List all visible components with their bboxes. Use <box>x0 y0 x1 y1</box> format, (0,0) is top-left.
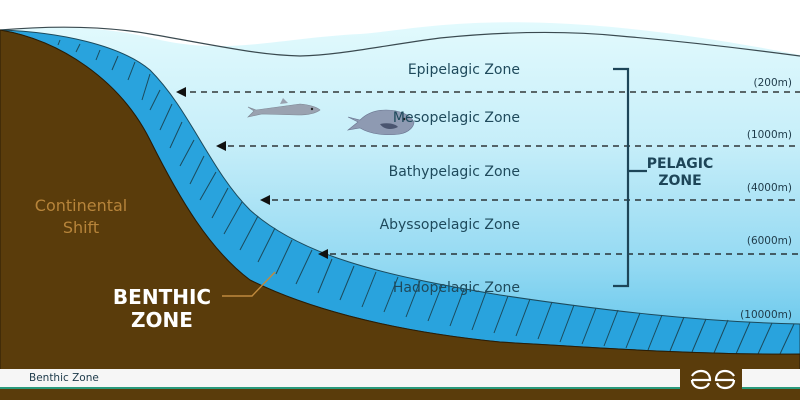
pelagic-zone-line1: PELAGIC <box>646 156 714 172</box>
depth-lines <box>190 91 800 255</box>
depth-label-1000m: (1000m) <box>746 129 792 141</box>
arrow-left-icon <box>176 87 186 97</box>
benthic-leader-line <box>222 271 276 297</box>
zone-label-hadopelagic: Hadopelagic Zone <box>392 280 520 296</box>
zone-label-mesopelagic: Mesopelagic Zone <box>392 110 520 126</box>
benthic-line2: ZONE <box>131 308 193 332</box>
footer-title: Benthic Zone <box>29 372 99 384</box>
zone-label-bathypelagic: Bathypelagic Zone <box>388 164 520 180</box>
pelagic-bracket <box>613 67 647 288</box>
bream-fish-icon <box>346 109 415 136</box>
arrow-left-icon <box>216 141 226 151</box>
continental-line1: Continental <box>34 196 128 215</box>
continental-shift-label: Continental Shift <box>26 195 136 239</box>
continental-line2: Shift <box>62 218 100 237</box>
benthic-band-ticks <box>57 39 795 355</box>
geeksforgeeks-logo-icon <box>690 369 736 390</box>
arrow-left-icon <box>318 249 328 259</box>
depth-arrowheads <box>176 87 328 259</box>
zone-label-epipelagic: Epipelagic Zone <box>407 62 520 78</box>
benthic-line1: BENTHIC <box>112 285 212 309</box>
pelagic-zone-line2: ZONE <box>658 173 702 189</box>
footer-right-strip <box>742 369 800 389</box>
depth-label-10000m: (10000m) <box>740 309 792 321</box>
arrow-left-icon <box>260 195 270 205</box>
depth-label-6000m: (6000m) <box>746 235 792 247</box>
depth-label-4000m: (4000m) <box>746 182 792 194</box>
continental-land <box>0 29 800 400</box>
pelagic-zone-label: PELAGIC ZONE <box>640 156 720 190</box>
depth-label-200m: (200m) <box>753 77 792 89</box>
footer-title-strip <box>0 369 680 389</box>
zone-label-abyssopelagic: Abyssopelagic Zone <box>379 217 520 233</box>
benthic-zone-label: BENTHIC ZONE <box>100 286 224 332</box>
slender-fish-icon <box>247 98 321 118</box>
sea-surface-line <box>0 26 800 57</box>
